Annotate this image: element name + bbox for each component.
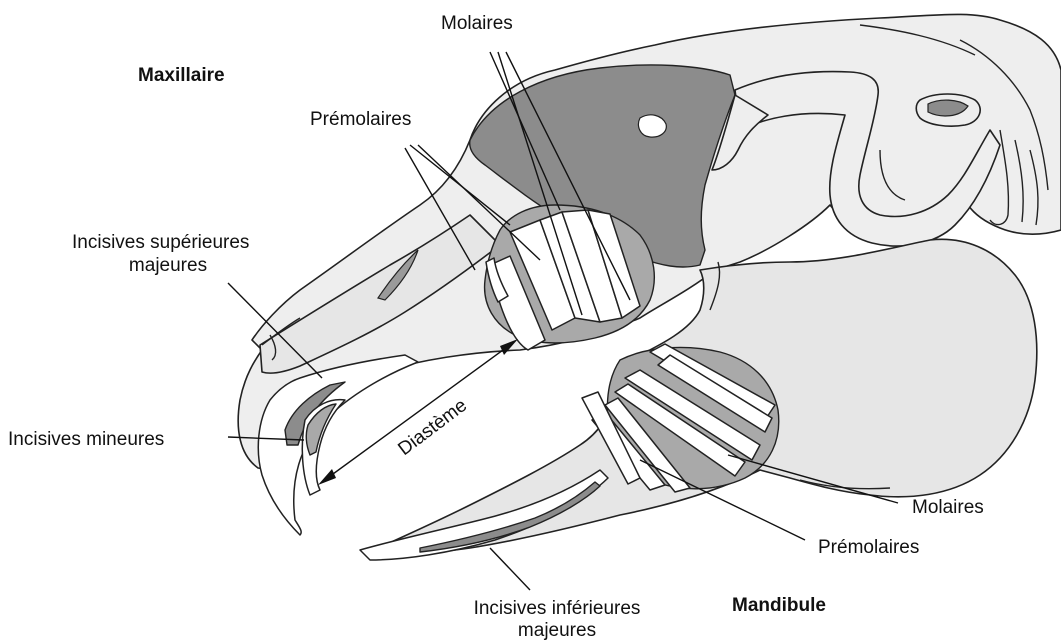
label-incisives-inf-line1: Incisives inférieures (474, 598, 641, 619)
label-premolaires-bottom: Prémolaires (818, 537, 919, 558)
label-diasteme: Diastème (394, 395, 471, 460)
label-premolaires-top: Prémolaires (310, 109, 411, 130)
label-incisives-sup-line1: Incisives supérieures (72, 232, 249, 253)
label-incisives-sup-line2: majeures (129, 255, 207, 276)
label-maxillaire: Maxillaire (138, 65, 225, 86)
label-molaires-top: Molaires (441, 13, 513, 34)
label-incisives-inf-line2: majeures (518, 620, 596, 640)
label-incisives-mineures: Incisives mineures (8, 429, 164, 450)
label-mandibule: Mandibule (732, 595, 826, 616)
diasteme-arrowhead-lower (318, 469, 336, 485)
label-molaires-bottom: Molaires (912, 497, 984, 518)
